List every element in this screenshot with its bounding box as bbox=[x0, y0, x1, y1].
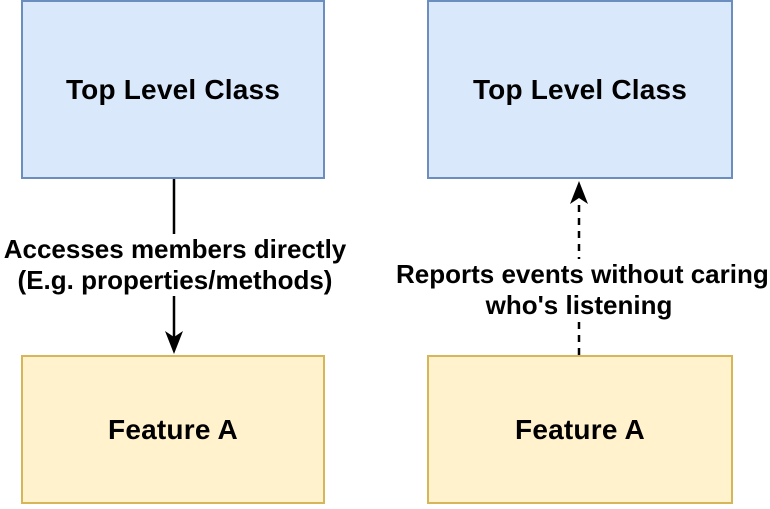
arrowhead-up-icon bbox=[570, 181, 588, 204]
feature-a-box-right: Feature A bbox=[427, 355, 733, 504]
top-level-class-box-right: Top Level Class bbox=[427, 0, 733, 179]
feature-a-box-left: Feature A bbox=[21, 355, 325, 504]
feature-a-label-left: Feature A bbox=[108, 413, 238, 445]
event-report-arrow-label: Reports events without caring who's list… bbox=[396, 259, 769, 321]
event-report-arrow-label-line2: who's listening bbox=[485, 290, 673, 320]
top-level-class-label-left: Top Level Class bbox=[65, 73, 281, 105]
direct-access-arrow-label-line1: Accesses members directly bbox=[3, 234, 347, 264]
arrowhead-down-icon bbox=[165, 331, 183, 354]
top-level-class-label-right: Top Level Class bbox=[472, 73, 688, 105]
direct-access-arrow-label: Accesses members directly (E.g. properti… bbox=[0, 234, 350, 296]
feature-a-label-right: Feature A bbox=[515, 413, 645, 445]
top-level-class-box-left: Top Level Class bbox=[21, 0, 325, 179]
event-report-arrow-label-line1: Reports events without caring bbox=[396, 259, 769, 289]
direct-access-arrow-label-line2: (E.g. properties/methods) bbox=[17, 265, 333, 295]
